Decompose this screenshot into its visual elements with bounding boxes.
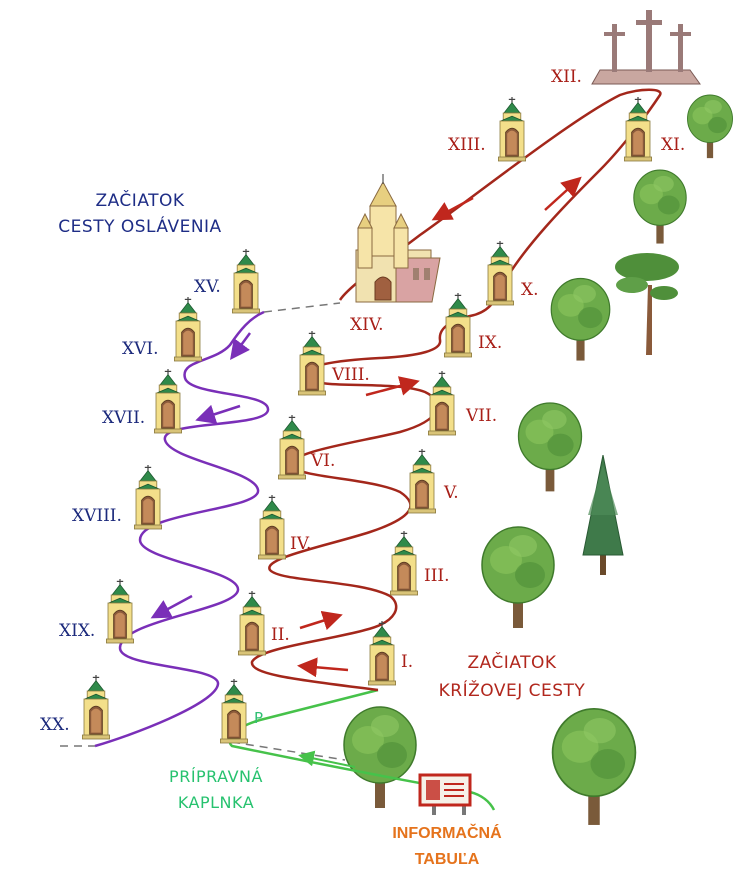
info-board-title-line2: TABUĽA bbox=[415, 851, 480, 868]
section-titles: ZAČIATOK CESTY OSLÁVENIA ZAČIATOK KRÍŽOV… bbox=[58, 189, 585, 868]
direction-arrow-icon bbox=[297, 657, 349, 678]
station-label-v: V. bbox=[443, 483, 459, 503]
direction-arrows bbox=[150, 176, 582, 768]
station-labels: I. II. III. IV. V. VI. VII. VIII. IX. X.… bbox=[40, 67, 685, 735]
direction-arrow-icon bbox=[544, 176, 582, 211]
station-label-xv: XV. bbox=[194, 277, 221, 297]
chapel-icon bbox=[497, 96, 527, 162]
pine-tree-icon bbox=[615, 253, 679, 355]
station-label-xx: XX. bbox=[40, 715, 70, 735]
church-icon bbox=[355, 174, 441, 303]
start-cross-title-line2: KRÍŽOVEJ CESTY bbox=[439, 679, 586, 701]
station-label-ix: IX. bbox=[478, 333, 502, 353]
deciduous-tree-icon bbox=[551, 707, 637, 826]
start-glory-title-line1: ZAČIATOK bbox=[95, 189, 184, 211]
station-label-xix: XIX. bbox=[59, 621, 95, 641]
deciduous-tree-icon bbox=[481, 526, 555, 629]
deciduous-tree-icon bbox=[633, 169, 687, 245]
chapel-icon bbox=[105, 578, 135, 644]
direction-arrow-icon bbox=[299, 610, 343, 631]
info-board-title-line1: INFORMAČNÁ bbox=[392, 823, 502, 842]
chapel-icon bbox=[427, 370, 457, 436]
station-label-vi: VI. bbox=[310, 451, 335, 471]
station-label-iii: III. bbox=[424, 566, 450, 586]
spruce-tree-icon bbox=[582, 455, 624, 575]
chapel-icon bbox=[443, 292, 473, 358]
chapel-icon bbox=[297, 330, 327, 396]
chapel-icon bbox=[133, 464, 163, 530]
direction-arrow-icon bbox=[230, 332, 252, 361]
station-label-xvii: XVII. bbox=[102, 408, 145, 428]
station-label-xvi: XVI. bbox=[122, 339, 159, 359]
chapel-icon bbox=[389, 530, 419, 596]
trees bbox=[343, 94, 734, 826]
station-label-p: P bbox=[254, 709, 263, 727]
chapel-icon bbox=[485, 240, 515, 306]
chapel-icon bbox=[257, 494, 287, 560]
chapel-icon bbox=[277, 414, 307, 480]
chapel-icon bbox=[407, 448, 437, 514]
direction-arrow-icon bbox=[365, 376, 420, 397]
chapel-icon bbox=[623, 96, 653, 162]
chapel-icon bbox=[231, 248, 261, 314]
dashed-path bbox=[263, 302, 341, 313]
deciduous-tree-icon bbox=[686, 94, 734, 159]
way-of-glory-path bbox=[94, 310, 270, 748]
station-label-xiii: XIII. bbox=[448, 135, 486, 155]
calvary-crosses-icon bbox=[591, 10, 701, 85]
deciduous-tree-icon bbox=[550, 277, 611, 362]
station-label-xviii: XVIII. bbox=[72, 506, 122, 526]
chapel-icon bbox=[219, 678, 249, 744]
station-label-x: X. bbox=[521, 280, 539, 300]
chapel-icon bbox=[81, 674, 111, 740]
direction-arrow-icon bbox=[150, 594, 193, 619]
start-cross-title-line1: ZAČIATOK bbox=[467, 651, 556, 673]
start-glory-title-line2: CESTY OSLÁVENIA bbox=[58, 215, 221, 237]
deciduous-tree-icon bbox=[343, 706, 417, 809]
chapel-icon bbox=[367, 620, 397, 686]
station-label-ii: II. bbox=[271, 625, 290, 645]
prep-chapel-title-line1: PRÍPRAVNÁ bbox=[169, 767, 263, 786]
chapel-icon bbox=[153, 368, 183, 434]
station-label-viii: VIII. bbox=[331, 365, 370, 385]
deciduous-tree-icon bbox=[517, 402, 583, 493]
direction-arrow-icon bbox=[195, 404, 241, 424]
direction-arrow-icon bbox=[431, 196, 474, 221]
station-label-xiv: XIV. bbox=[350, 315, 384, 335]
dashed-path bbox=[231, 741, 346, 761]
station-label-iv: IV. bbox=[290, 534, 311, 554]
chapel-icon bbox=[237, 590, 267, 656]
station-label-xii: XII. bbox=[551, 67, 582, 87]
station-label-i: I. bbox=[401, 652, 413, 672]
info-board-icon bbox=[418, 773, 472, 815]
direction-arrow-icon bbox=[298, 750, 356, 768]
prep-chapel-title-line2: KAPLNKA bbox=[178, 793, 254, 812]
station-label-xi: XI. bbox=[661, 135, 685, 155]
chapel-icon bbox=[173, 296, 203, 362]
station-label-vii: VII. bbox=[465, 406, 497, 426]
